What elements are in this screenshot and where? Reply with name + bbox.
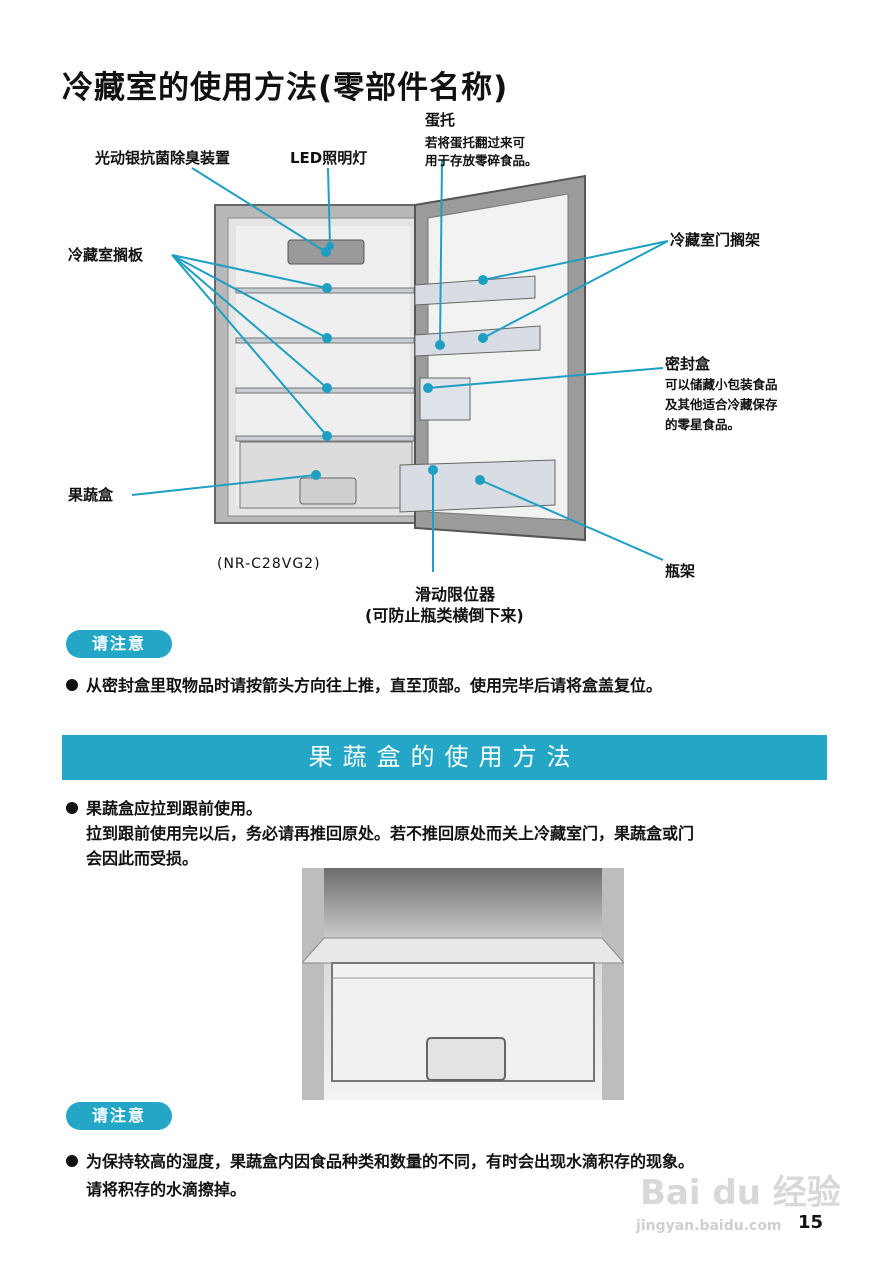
label-crisper: 果蔬盒 [68, 486, 114, 504]
page-title: 冷藏室的使用方法(零部件名称) [62, 70, 509, 106]
label-egg-tray-note-1: 若将蛋托翻过来可 [425, 135, 526, 150]
label-egg-tray: 蛋托 [425, 111, 456, 129]
label-door-shelves: 冷藏室门搁架 [670, 231, 761, 249]
label-egg-tray-note-2: 用于存放零碎食品。 [425, 153, 538, 168]
model-number: (NR-C28VG2) [217, 556, 321, 572]
humidity-notice-line-2: 请将积存的水滴擦掉。 [86, 1180, 247, 1199]
watermark-url: jingyan.baidu.com [636, 1218, 782, 1234]
label-deodorizer: 光动银抗菌除臭装置 [95, 149, 231, 167]
notice-badge: 请注意 [66, 1102, 172, 1130]
label-bottle-rack: 瓶架 [665, 562, 696, 580]
crisper-instruction-line-2: 会因此而受损。 [86, 849, 199, 868]
label-sealed-box-note-1: 可以储藏小包装食品 [665, 377, 778, 392]
watermark-logo: Bai du 经验 [640, 1173, 841, 1213]
crisper-instruction-title: 果蔬盒应拉到跟前使用。 [66, 797, 262, 821]
bottle-rack [399, 459, 556, 513]
humidity-notice-line-1: 为保持较高的湿度，果蔬盒内因食品种类和数量的不同，有时会出现水滴积存的现象。 [66, 1150, 694, 1174]
crisper-photo [302, 868, 624, 1100]
notice-badge: 请注意 [66, 630, 172, 658]
crisper-instruction-line-1: 拉到跟前使用完以后，务必请再推回原处。若不推回原处而关上冷藏室门，果蔬盒或门 [86, 824, 695, 843]
page-number: 15 [798, 1212, 824, 1233]
notice-text: 从密封盒里取物品时请按箭头方向往上推，直至顶部。使用完毕后请将盒盖复位。 [66, 674, 662, 698]
label-sealed-box: 密封盒 [665, 355, 711, 373]
label-shelves: 冷藏室搁板 [68, 246, 144, 264]
label-sealed-box-note-2: 及其他适合冷藏保存 [665, 397, 778, 412]
section-heading: 果蔬盒的使用方法 [62, 735, 827, 780]
bullet-icon [66, 678, 78, 691]
label-led: LED照明灯 [290, 149, 368, 167]
label-sealed-box-note-3: 的零星食品。 [665, 417, 741, 432]
bullet-icon [66, 801, 78, 814]
door-shelf [414, 275, 536, 306]
fridge-illustration [131, 159, 669, 572]
bullet-icon [66, 1154, 78, 1167]
label-slider-note: (可防止瓶类横倒下来) [365, 606, 524, 625]
label-slider: 滑动限位器 [415, 585, 496, 604]
